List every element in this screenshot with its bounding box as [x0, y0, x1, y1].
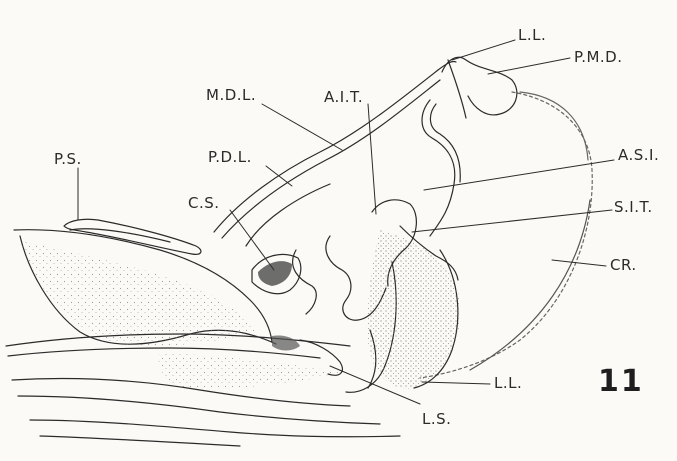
label-cr: CR. — [610, 258, 637, 273]
label-ps: P.S. — [54, 152, 82, 167]
label-pmd: P.M.D. — [574, 50, 623, 65]
ps-process — [64, 219, 201, 254]
central-body-2 — [293, 250, 317, 314]
figure-number: 11 — [598, 364, 644, 399]
leader-sit — [412, 210, 612, 232]
asi-loop-inner — [430, 104, 460, 182]
leader-cs — [230, 210, 274, 270]
label-cs: C.S. — [188, 196, 220, 211]
crest-lower-edge — [470, 200, 590, 370]
pmd-lobe — [442, 57, 517, 115]
leader-mdl — [262, 104, 342, 150]
label-asi: A.S.I. — [618, 148, 659, 163]
cs-dark — [258, 261, 292, 286]
leader-cr — [552, 260, 606, 266]
label-mdl: M.D.L. — [206, 88, 256, 103]
label-ll-bottom: L.L. — [494, 376, 522, 391]
label-sit: S.I.T. — [614, 200, 653, 215]
label-ls: L.S. — [422, 412, 451, 427]
leader-pmd — [488, 58, 570, 74]
leader-ll-bottom — [422, 382, 490, 384]
label-ll-top: L.L. — [518, 28, 546, 43]
crest-outline-right — [520, 92, 588, 160]
label-ait: A.I.T. — [324, 90, 363, 105]
leader-ll-top — [452, 40, 515, 60]
asi-loop — [422, 100, 455, 236]
shaft-6 — [40, 436, 240, 446]
stipple-lower-lobe — [368, 230, 461, 388]
stipple-main-body — [20, 240, 256, 345]
label-pdl: P.D.L. — [208, 150, 252, 165]
ls-dark — [272, 335, 300, 350]
ll-top-ridge — [448, 60, 466, 118]
leader-pdl — [266, 166, 292, 186]
shaft-4 — [18, 396, 380, 424]
leader-asi — [424, 160, 614, 190]
pdl-contour — [246, 184, 330, 246]
